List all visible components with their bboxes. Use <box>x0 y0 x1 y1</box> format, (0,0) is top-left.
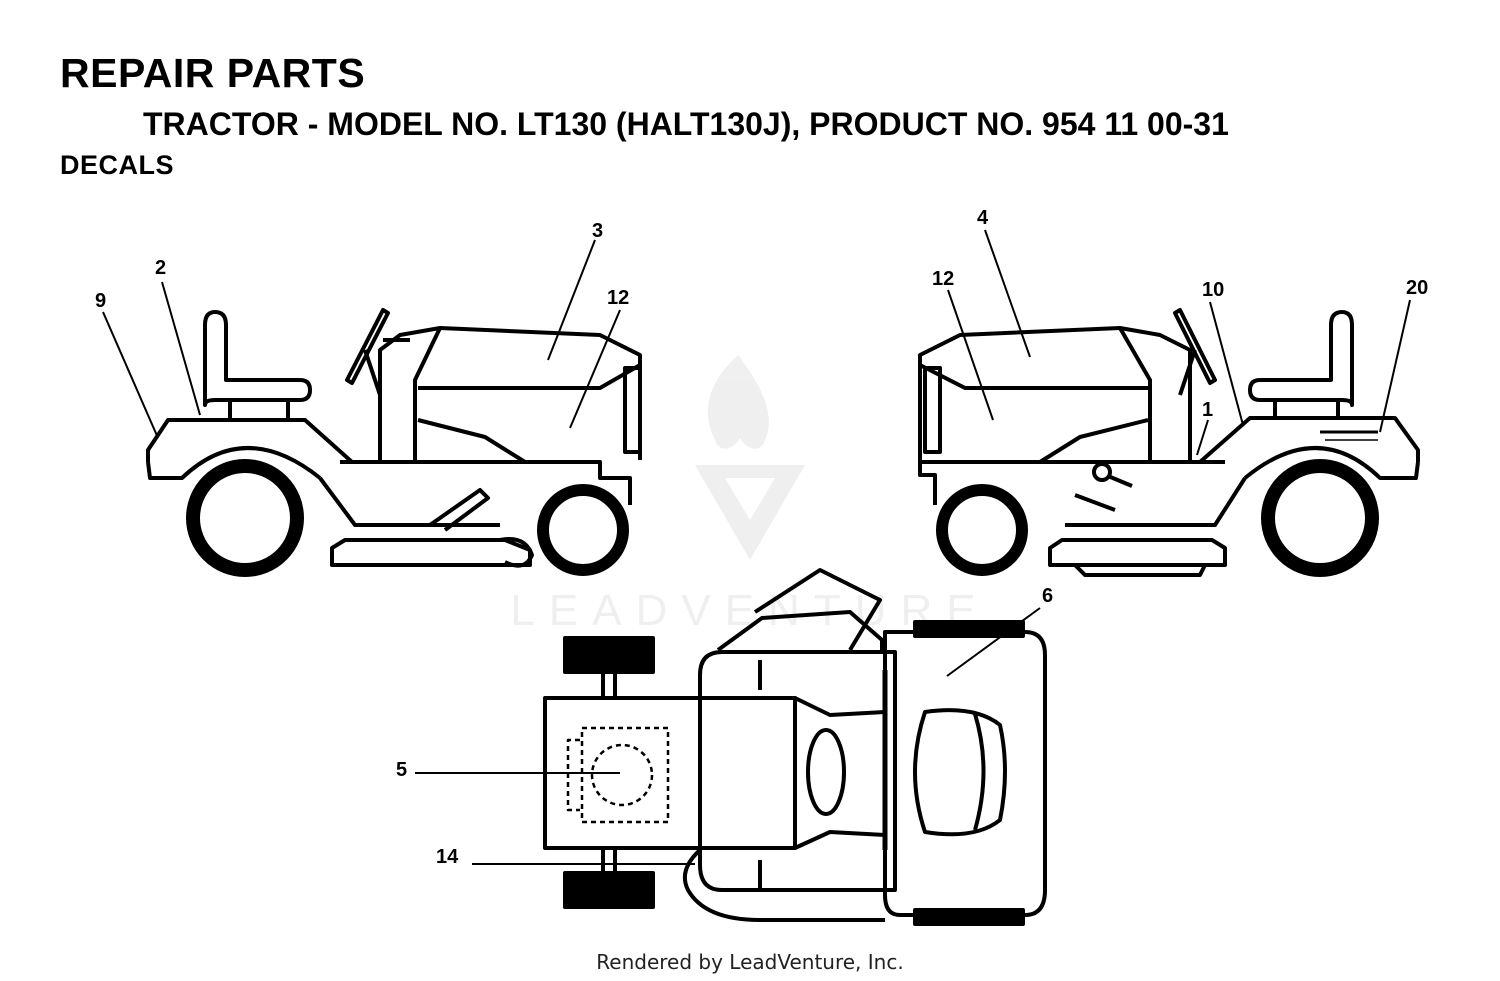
flame-icon <box>707 355 769 449</box>
callout-5: 5 <box>396 759 407 781</box>
tractor-right-side-view <box>918 308 1420 577</box>
rear-fender <box>146 418 440 464</box>
model-subtitle: TRACTOR - MODEL NO. LT130 (HALT130J), PR… <box>143 106 1229 142</box>
tractor-left-side-view <box>146 308 642 577</box>
grille <box>923 366 942 454</box>
callout-3: 3 <box>592 220 603 242</box>
tractor-top-view <box>543 568 1047 926</box>
mower-deck <box>1048 538 1227 567</box>
front-wheel-bottom <box>563 871 655 909</box>
rear-wheel <box>186 459 304 577</box>
callout-10: 10 <box>1202 279 1224 301</box>
callout-20: 20 <box>1406 277 1428 299</box>
dash <box>918 326 1192 505</box>
watermark-text: LEADVENTURE <box>510 586 989 635</box>
steering-wheel <box>345 308 390 385</box>
leadventure-watermark: LEADVENTURE <box>510 355 989 635</box>
body-outline <box>698 650 897 892</box>
seat <box>203 310 312 407</box>
mower-deck <box>330 538 532 567</box>
front-wheel <box>936 484 1028 576</box>
callout-6: 6 <box>1042 585 1053 607</box>
front-wheel <box>537 484 629 576</box>
steering-wheel <box>1173 308 1217 385</box>
callout-14: 14 <box>436 846 459 868</box>
page-title: REPAIR PARTS <box>60 50 366 96</box>
callout-12-right: 12 <box>932 268 954 290</box>
dash <box>378 326 642 462</box>
front-wheel-top <box>563 636 655 674</box>
callout-9: 9 <box>95 290 106 312</box>
callout-4: 4 <box>977 207 989 229</box>
rear-fender-top <box>883 630 1047 917</box>
callout-2: 2 <box>155 257 166 279</box>
render-credit: Rendered by LeadVenture, Inc. <box>596 950 904 974</box>
seat <box>1248 310 1354 407</box>
leader-lines <box>102 229 1411 865</box>
decal-5-outline <box>580 726 670 824</box>
rear-wheel-bottom <box>913 908 1025 926</box>
grille <box>623 366 642 454</box>
lift-lever-knob <box>1092 462 1112 482</box>
rear-wheel-top <box>913 620 1025 638</box>
callout-1: 1 <box>1202 399 1213 421</box>
hood <box>1118 327 1152 462</box>
callout-labels: 9 2 3 12 4 12 10 20 1 6 5 14 <box>95 207 1428 868</box>
seat-top <box>913 708 1007 837</box>
callout-12-left: 12 <box>607 287 629 309</box>
rear-fender <box>1198 416 1420 464</box>
rear-wheel <box>1261 459 1379 577</box>
mower-deck-arc <box>683 848 885 922</box>
v-mark-icon <box>695 465 805 560</box>
hood <box>413 327 442 462</box>
section-title: DECALS <box>60 150 175 180</box>
